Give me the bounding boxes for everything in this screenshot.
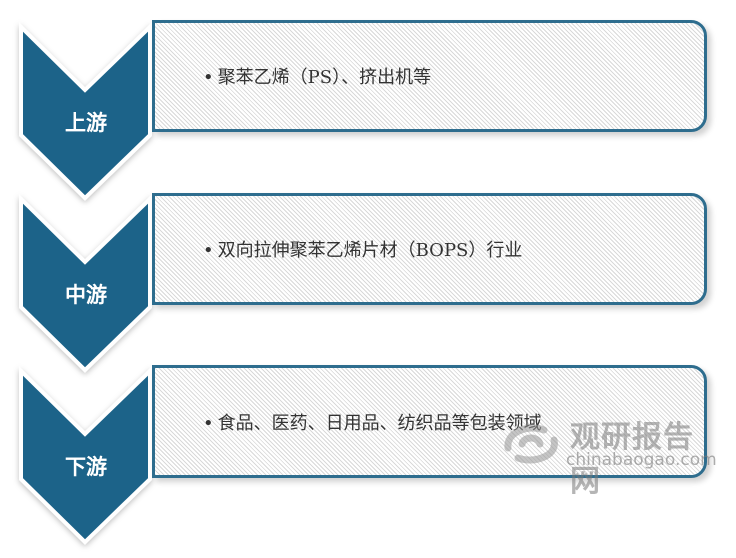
bullet-icon: • [203, 240, 214, 261]
midstream-text: 双向拉伸聚苯乙烯片材（BOPS）行业 [217, 240, 523, 261]
stage-box-midstream: •双向拉伸聚苯乙烯片材（BOPS）行业 [152, 193, 707, 305]
stage-label-downstream: 下游 [65, 454, 107, 479]
stage-label-midstream: 中游 [65, 282, 107, 307]
bullet-icon: • [203, 67, 214, 88]
bullet-icon: • [203, 412, 214, 434]
upstream-text: 聚苯乙烯（PS）、挤出机等 [217, 67, 432, 88]
chevron-arrows-icon [19, 22, 152, 545]
stage-content-upstream: •聚苯乙烯（PS）、挤出机等 [203, 63, 431, 89]
stage-box-upstream: •聚苯乙烯（PS）、挤出机等 [152, 20, 707, 132]
stage-content-downstream: •食品、医药、日用品、纺织品等包装领域 [203, 409, 542, 435]
stage-box-downstream: •食品、医药、日用品、纺织品等包装领域 [152, 365, 707, 478]
downstream-text: 食品、医药、日用品、纺织品等包装领域 [217, 412, 542, 434]
stage-label-upstream: 上游 [65, 110, 107, 135]
stage-content-midstream: •双向拉伸聚苯乙烯片材（BOPS）行业 [203, 236, 522, 262]
